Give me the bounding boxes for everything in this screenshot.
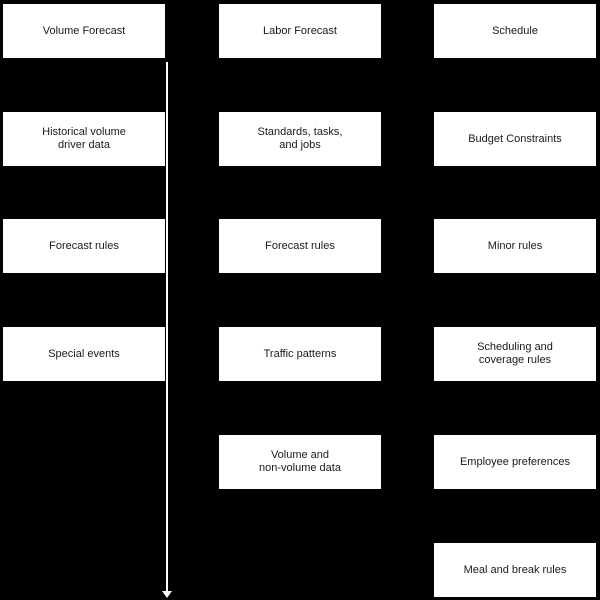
- box-labor-forecast-header: Labor Forecast: [219, 4, 381, 58]
- box-label: coverage rules: [478, 354, 552, 366]
- box-label: Special events: [48, 347, 120, 360]
- box-label: Minor rules: [487, 239, 543, 252]
- box-label: Historical volume: [42, 126, 126, 138]
- box-traffic-patterns: Traffic patterns: [219, 327, 381, 381]
- box-label: Standards, tasks,: [257, 126, 343, 138]
- box-label: Volume and: [270, 449, 330, 461]
- box-label: Meal and break rules: [463, 563, 567, 576]
- box-label: Traffic patterns: [263, 347, 337, 360]
- box-label: Schedule: [492, 24, 538, 37]
- box-label: Scheduling and: [477, 341, 553, 353]
- box-budget-constraints: Budget Constraints: [434, 112, 596, 166]
- box-label: Budget Constraints: [468, 132, 562, 145]
- down-arrow-head-icon: [162, 591, 172, 598]
- box-minor-rules: Minor rules: [434, 219, 596, 273]
- box-employee-preferences: Employee preferences: [434, 435, 596, 489]
- box-label: non-volume data: [259, 462, 341, 474]
- box-scheduling-and-coverage-rules: Scheduling and coverage rules: [434, 327, 596, 381]
- box-volume-and-non-volume-data: Volume and non-volume data: [219, 435, 381, 489]
- box-forecast-rules-volume: Forecast rules: [3, 219, 165, 273]
- box-label: Forecast rules: [49, 239, 119, 252]
- box-meal-and-break-rules: Meal and break rules: [434, 543, 596, 597]
- box-standards-tasks-jobs: Standards, tasks, and jobs: [219, 112, 381, 166]
- down-arrow-line: [166, 62, 168, 591]
- box-volume-forecast-header: Volume Forecast: [3, 4, 165, 58]
- box-label: Labor Forecast: [263, 24, 337, 37]
- box-forecast-rules-labor: Forecast rules: [219, 219, 381, 273]
- box-label: driver data: [58, 139, 110, 151]
- box-special-events: Special events: [3, 327, 165, 381]
- box-label: Employee preferences: [459, 455, 571, 468]
- box-schedule-header: Schedule: [434, 4, 596, 58]
- box-label: and jobs: [279, 139, 321, 151]
- box-label: Volume Forecast: [42, 24, 126, 37]
- box-historical-volume-driver-data: Historical volume driver data: [3, 112, 165, 166]
- box-label: Forecast rules: [265, 239, 335, 252]
